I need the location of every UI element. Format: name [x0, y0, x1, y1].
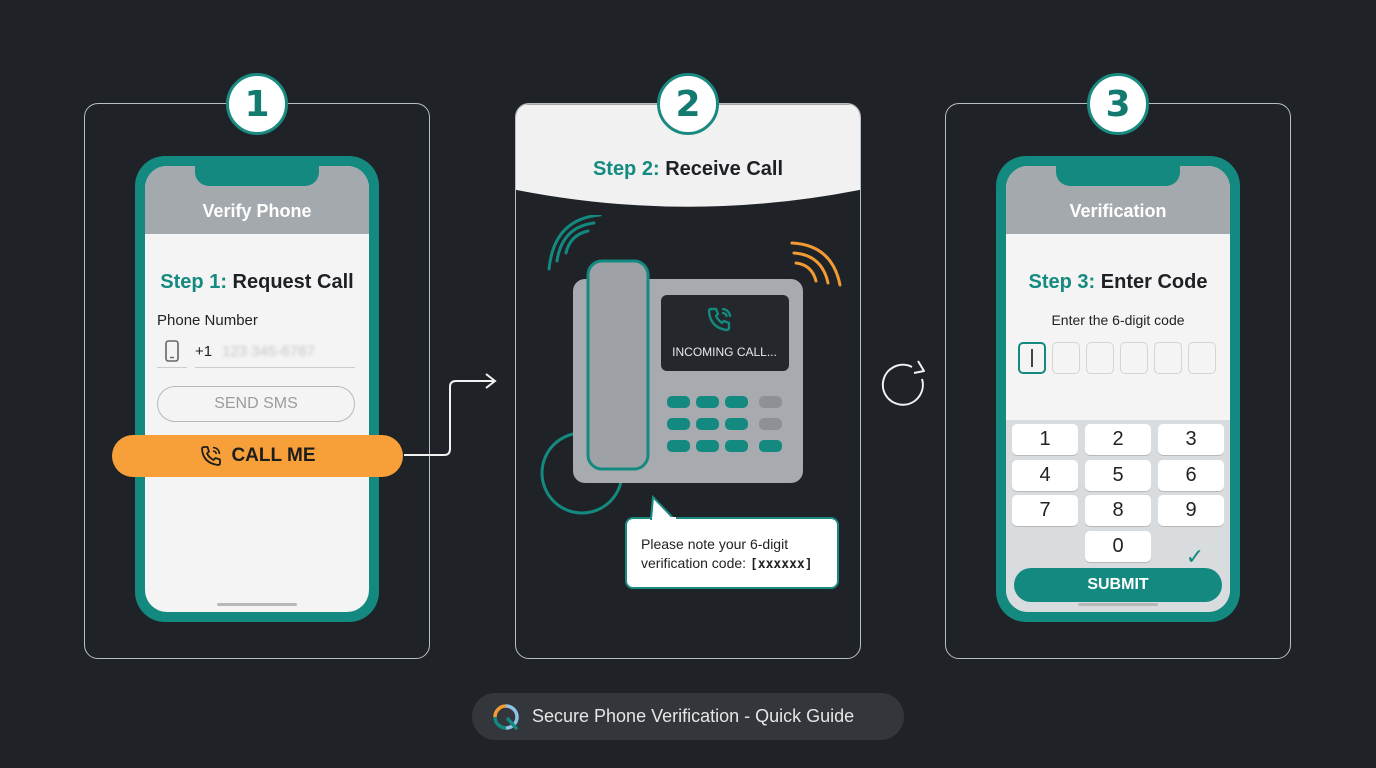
- step-label: Step 2:: [592, 158, 660, 180]
- call-me-button[interactable]: CALL ME: [112, 435, 403, 477]
- step-2-title: Step 2: Receive Call: [515, 158, 861, 181]
- phone-mockup-step-1: Verify Phone Step 1: Request Call Phone …: [135, 156, 379, 622]
- step-number-2: 2: [657, 73, 719, 135]
- code-digit-3[interactable]: [1086, 342, 1114, 374]
- key-4[interactable]: 4: [1012, 460, 1078, 491]
- phone-screen: Verification Step 3: Enter Code Enter th…: [1006, 166, 1230, 612]
- step-name: Request Call: [232, 271, 354, 293]
- smartphone-icon: [157, 336, 187, 368]
- home-indicator: [1078, 603, 1158, 606]
- footer-text: Secure Phone Verification - Quick Guide: [532, 706, 855, 726]
- phone-number-value: 123 345-6787: [222, 343, 315, 360]
- signal-waves-icon: [547, 215, 602, 271]
- phone-number-label: Phone Number: [157, 312, 258, 329]
- home-indicator: [217, 603, 297, 606]
- code-digit-5[interactable]: [1154, 342, 1182, 374]
- step-number-1: 1: [226, 73, 288, 135]
- code-digit-4[interactable]: [1120, 342, 1148, 374]
- desk-phone-icon: [540, 215, 842, 515]
- key-0[interactable]: 0: [1085, 531, 1151, 562]
- step-2-header-bg: [516, 104, 860, 207]
- call-me-label: CALL ME: [231, 445, 316, 466]
- phone-notch: [1056, 166, 1180, 186]
- key-3[interactable]: 3: [1158, 424, 1224, 455]
- code-digit-6[interactable]: [1188, 342, 1216, 374]
- send-sms-button[interactable]: SEND SMS: [157, 386, 355, 422]
- footer-pill: Secure Phone Verification - Quick Guide: [472, 693, 904, 740]
- bubble-line-1: Please note your 6-digit: [641, 536, 789, 552]
- incoming-call-text: INCOMING CALL...: [672, 345, 777, 359]
- step-1-title: Step 1: Request Call: [145, 271, 369, 294]
- bubble-line-2: verification code: [xxxxxx]: [641, 554, 837, 574]
- phone-notch: [195, 166, 319, 186]
- check-icon[interactable]: ✓: [1185, 544, 1205, 569]
- code-digit-2[interactable]: [1052, 342, 1080, 374]
- code-hint: Enter the 6-digit code: [1051, 312, 1185, 328]
- phone-number-input[interactable]: +1 123 345-6787: [195, 336, 355, 368]
- key-8[interactable]: 8: [1085, 495, 1151, 526]
- submit-button[interactable]: SUBMIT: [1014, 568, 1222, 602]
- verification-message-bubble: Please note your 6-digit verification co…: [625, 517, 839, 589]
- key-7[interactable]: 7: [1012, 495, 1078, 526]
- code-input-boxes: [1018, 342, 1216, 374]
- country-code: +1: [195, 343, 213, 360]
- step-name: Enter Code: [1100, 271, 1208, 293]
- step-label: Step 3:: [1028, 271, 1096, 293]
- key-9[interactable]: 9: [1158, 495, 1224, 526]
- step-3-title: Step 3: Enter Code: [1006, 271, 1230, 294]
- logo-icon: [493, 703, 519, 730]
- numeric-keypad: 1 2 3 4 5 6 7 8 9 0 ✓ SUBMIT: [1006, 420, 1230, 612]
- arrow-icon: [404, 373, 497, 456]
- phone-mockup-step-3: Verification Step 3: Enter Code Enter th…: [996, 156, 1240, 622]
- key-5[interactable]: 5: [1085, 460, 1151, 491]
- step-number-3: 3: [1087, 73, 1149, 135]
- key-1[interactable]: 1: [1012, 424, 1078, 455]
- step-label: Step 1:: [160, 271, 227, 293]
- bubble-tail: [650, 495, 676, 521]
- step-name: Receive Call: [665, 158, 784, 180]
- code-digit-1[interactable]: [1018, 342, 1046, 374]
- key-6[interactable]: 6: [1158, 460, 1224, 491]
- refresh-icon: [881, 360, 925, 406]
- phone-screen: Verify Phone Step 1: Request Call Phone …: [145, 166, 369, 612]
- key-2[interactable]: 2: [1085, 424, 1151, 455]
- bubble-code: [xxxxxx]: [749, 557, 813, 572]
- phone-call-icon: [201, 446, 222, 466]
- bubble-line-2-text: verification code:: [641, 555, 747, 571]
